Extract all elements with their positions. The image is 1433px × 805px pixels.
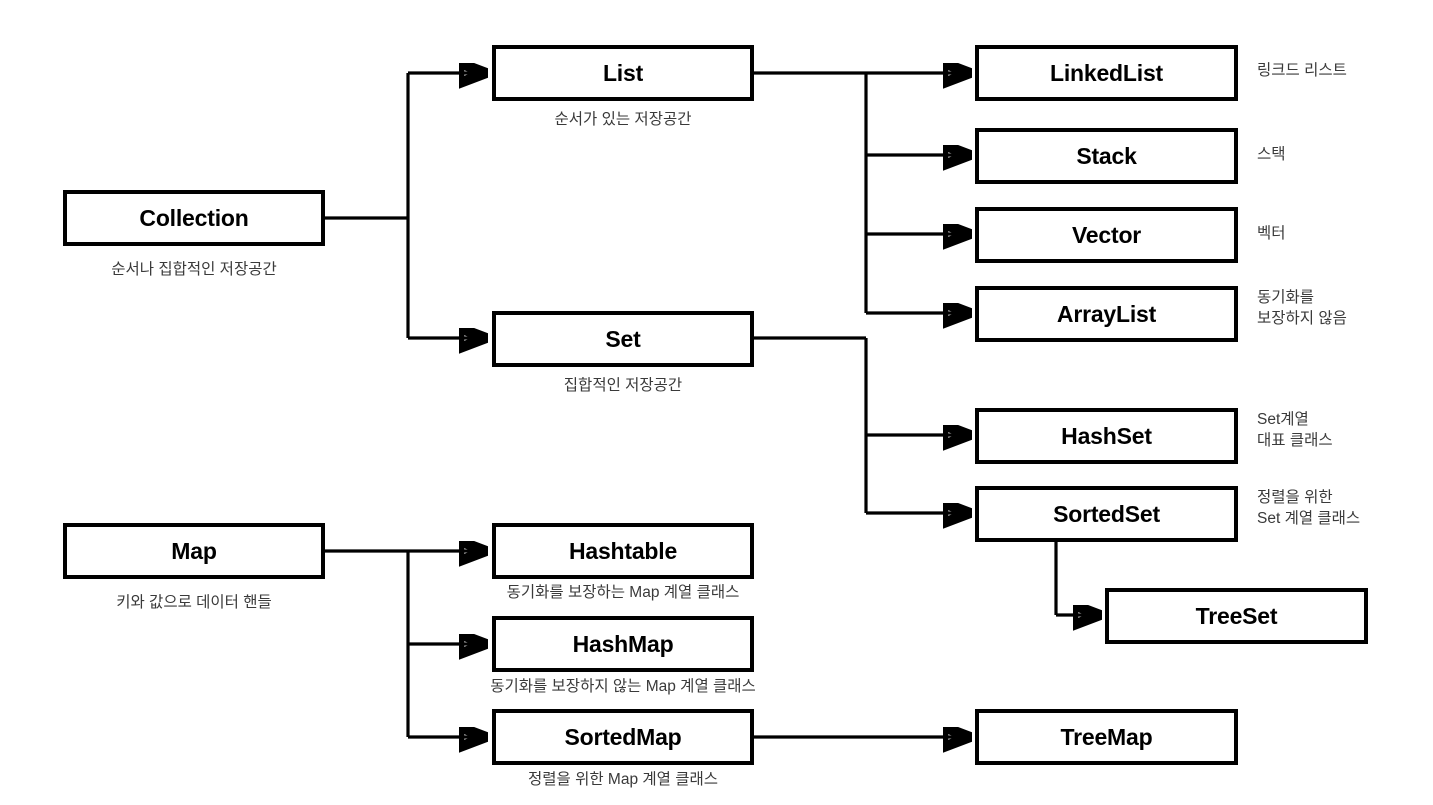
node-hashset-label: HashSet	[1061, 422, 1152, 449]
node-linkedlist[interactable]: LinkedList	[975, 45, 1238, 101]
node-stack[interactable]: Stack	[975, 128, 1238, 184]
node-treeset-label: TreeSet	[1195, 602, 1278, 629]
node-sortedmap[interactable]: SortedMap	[492, 709, 754, 765]
node-sortedset-label: SortedSet	[1053, 500, 1160, 527]
node-collection[interactable]: Collection	[63, 190, 325, 246]
node-collection-label: Collection	[139, 204, 249, 231]
node-hashtable[interactable]: Hashtable	[492, 523, 754, 579]
node-map[interactable]: Map	[63, 523, 325, 579]
caption-arraylist: 동기화를 보장하지 않음	[1257, 289, 1347, 327]
caption-list: 순서가 있는 저장공간	[554, 111, 692, 128]
node-set-label: Set	[605, 325, 641, 352]
caption-set: 집합적인 저장공간	[563, 377, 683, 394]
caption-hashtable: 동기화를 보장하는 Map 계열 클래스	[506, 584, 740, 601]
node-treeset[interactable]: TreeSet	[1105, 588, 1368, 644]
node-stack-label: Stack	[1076, 142, 1137, 169]
node-hashset[interactable]: HashSet	[975, 408, 1238, 464]
node-hashtable-label: Hashtable	[568, 537, 678, 564]
node-hashmap-label: HashMap	[572, 630, 674, 657]
caption-vector: 벡터	[1257, 225, 1286, 242]
node-map-label: Map	[171, 537, 217, 564]
node-vector[interactable]: Vector	[975, 207, 1238, 263]
caption-hashset: Set계열 대표 클래스	[1257, 411, 1333, 449]
caption-stack: 스택	[1257, 146, 1286, 163]
node-list[interactable]: List	[492, 45, 754, 101]
node-sortedset[interactable]: SortedSet	[975, 486, 1238, 542]
node-arraylist[interactable]: ArrayList	[975, 286, 1238, 342]
node-vector-label: Vector	[1071, 221, 1142, 248]
caption-map: 키와 값으로 데이터 핸들	[116, 594, 272, 611]
caption-hashmap: 동기화를 보장하지 않는 Map 계열 클래스	[490, 678, 756, 695]
caption-sortedmap: 정렬을 위한 Map 계열 클래스	[528, 771, 718, 788]
caption-linkedlist: 링크드 리스트	[1257, 62, 1347, 79]
caption-collection: 순서나 집합적인 저장공간	[111, 261, 277, 278]
node-list-label: List	[602, 59, 644, 86]
node-linkedlist-label: LinkedList	[1049, 59, 1163, 86]
node-arraylist-label: ArrayList	[1056, 300, 1157, 327]
node-treemap-label: TreeMap	[1060, 723, 1153, 750]
node-treemap[interactable]: TreeMap	[975, 709, 1238, 765]
node-sortedmap-label: SortedMap	[564, 723, 682, 750]
node-hashmap[interactable]: HashMap	[492, 616, 754, 672]
node-set[interactable]: Set	[492, 311, 754, 367]
caption-sortedset: 정렬을 위한 Set 계열 클래스	[1257, 489, 1361, 527]
